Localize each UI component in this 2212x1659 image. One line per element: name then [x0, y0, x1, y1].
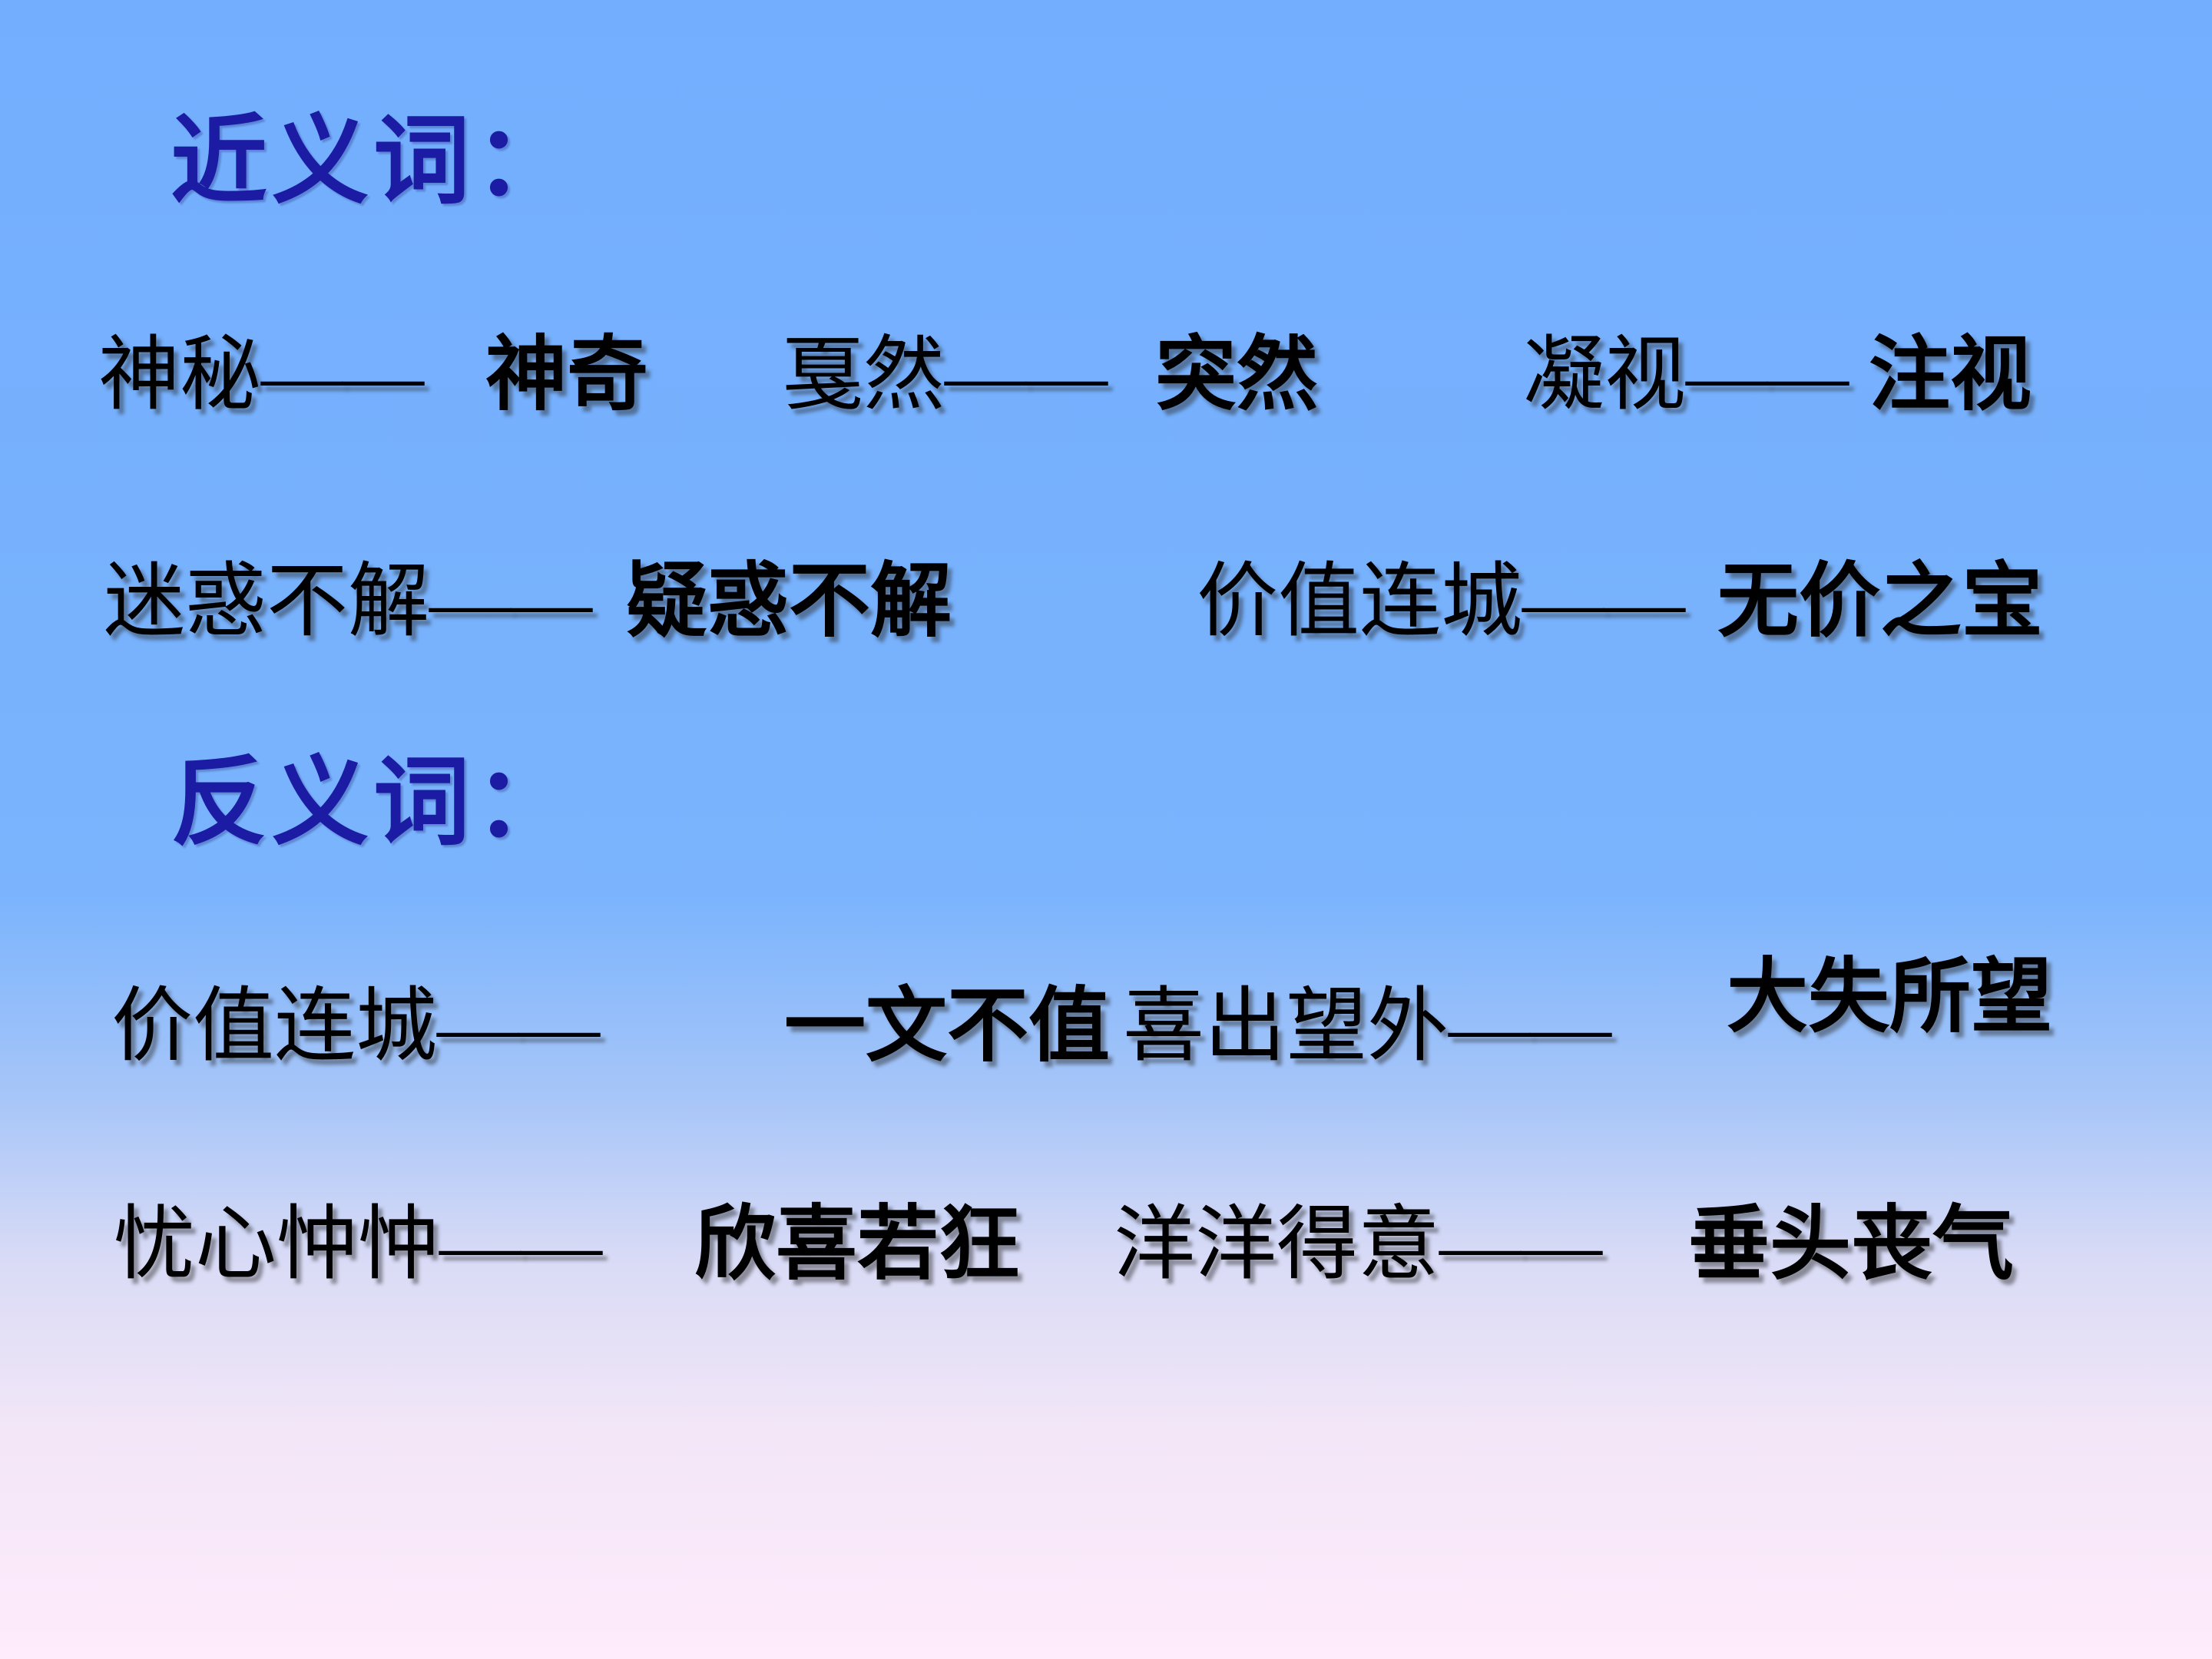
word-pair-answer: 神奇: [485, 330, 648, 420]
synonym-pair: 价值连城—— 无价之宝: [1197, 549, 2043, 655]
word-pair-answer: 无价之宝: [1717, 557, 2043, 647]
word-pair-question: 神秘——: [98, 330, 424, 420]
word-pair-answer: 大失所望: [1727, 952, 2052, 1042]
word-pair-question: 忧心忡忡——: [114, 1200, 602, 1290]
antonym-pair: 喜出望外—— 大失所望: [1123, 952, 2052, 1080]
synonym-pair: 凝视—— 注视: [1523, 323, 2032, 429]
word-pair-question: 价值连城——: [1197, 557, 1685, 647]
word-pair-answer: 欣喜若狂: [694, 1200, 1020, 1290]
word-pair-question: 戛然——: [782, 330, 1108, 420]
word-pair-question: 洋洋得意——: [1114, 1200, 1602, 1290]
synonym-pair: 迷惑不解—— 疑惑不解: [104, 549, 952, 655]
antonym-pair: 价值连城—— 一文不值: [111, 974, 1110, 1080]
synonym-pair: 戛然—— 突然: [782, 323, 1318, 429]
antonym-pair: 忧心忡忡—— 欣喜若狂: [114, 1192, 1020, 1298]
word-pair-question: 喜出望外——: [1123, 982, 1611, 1071]
word-pair-question: 迷惑不解——: [104, 557, 592, 647]
antonyms-section-title: 反义词：: [171, 750, 576, 857]
synonym-pair: 神秘—— 神奇: [98, 323, 648, 429]
word-pair-question: 价值连城——: [111, 982, 600, 1071]
word-pair-answer: 疑惑不解: [626, 557, 952, 647]
word-pair-answer: 垂头丧气: [1688, 1200, 2014, 1290]
word-pair-question: 凝视——: [1523, 330, 1849, 420]
word-pair-answer: 注视: [1869, 330, 2032, 420]
antonym-pair: 洋洋得意—— 垂头丧气: [1114, 1192, 2014, 1298]
word-pair-answer: 突然: [1155, 330, 1318, 420]
word-pair-answer: 一文不值: [784, 982, 1110, 1071]
synonyms-section-title: 近义词：: [171, 109, 576, 216]
